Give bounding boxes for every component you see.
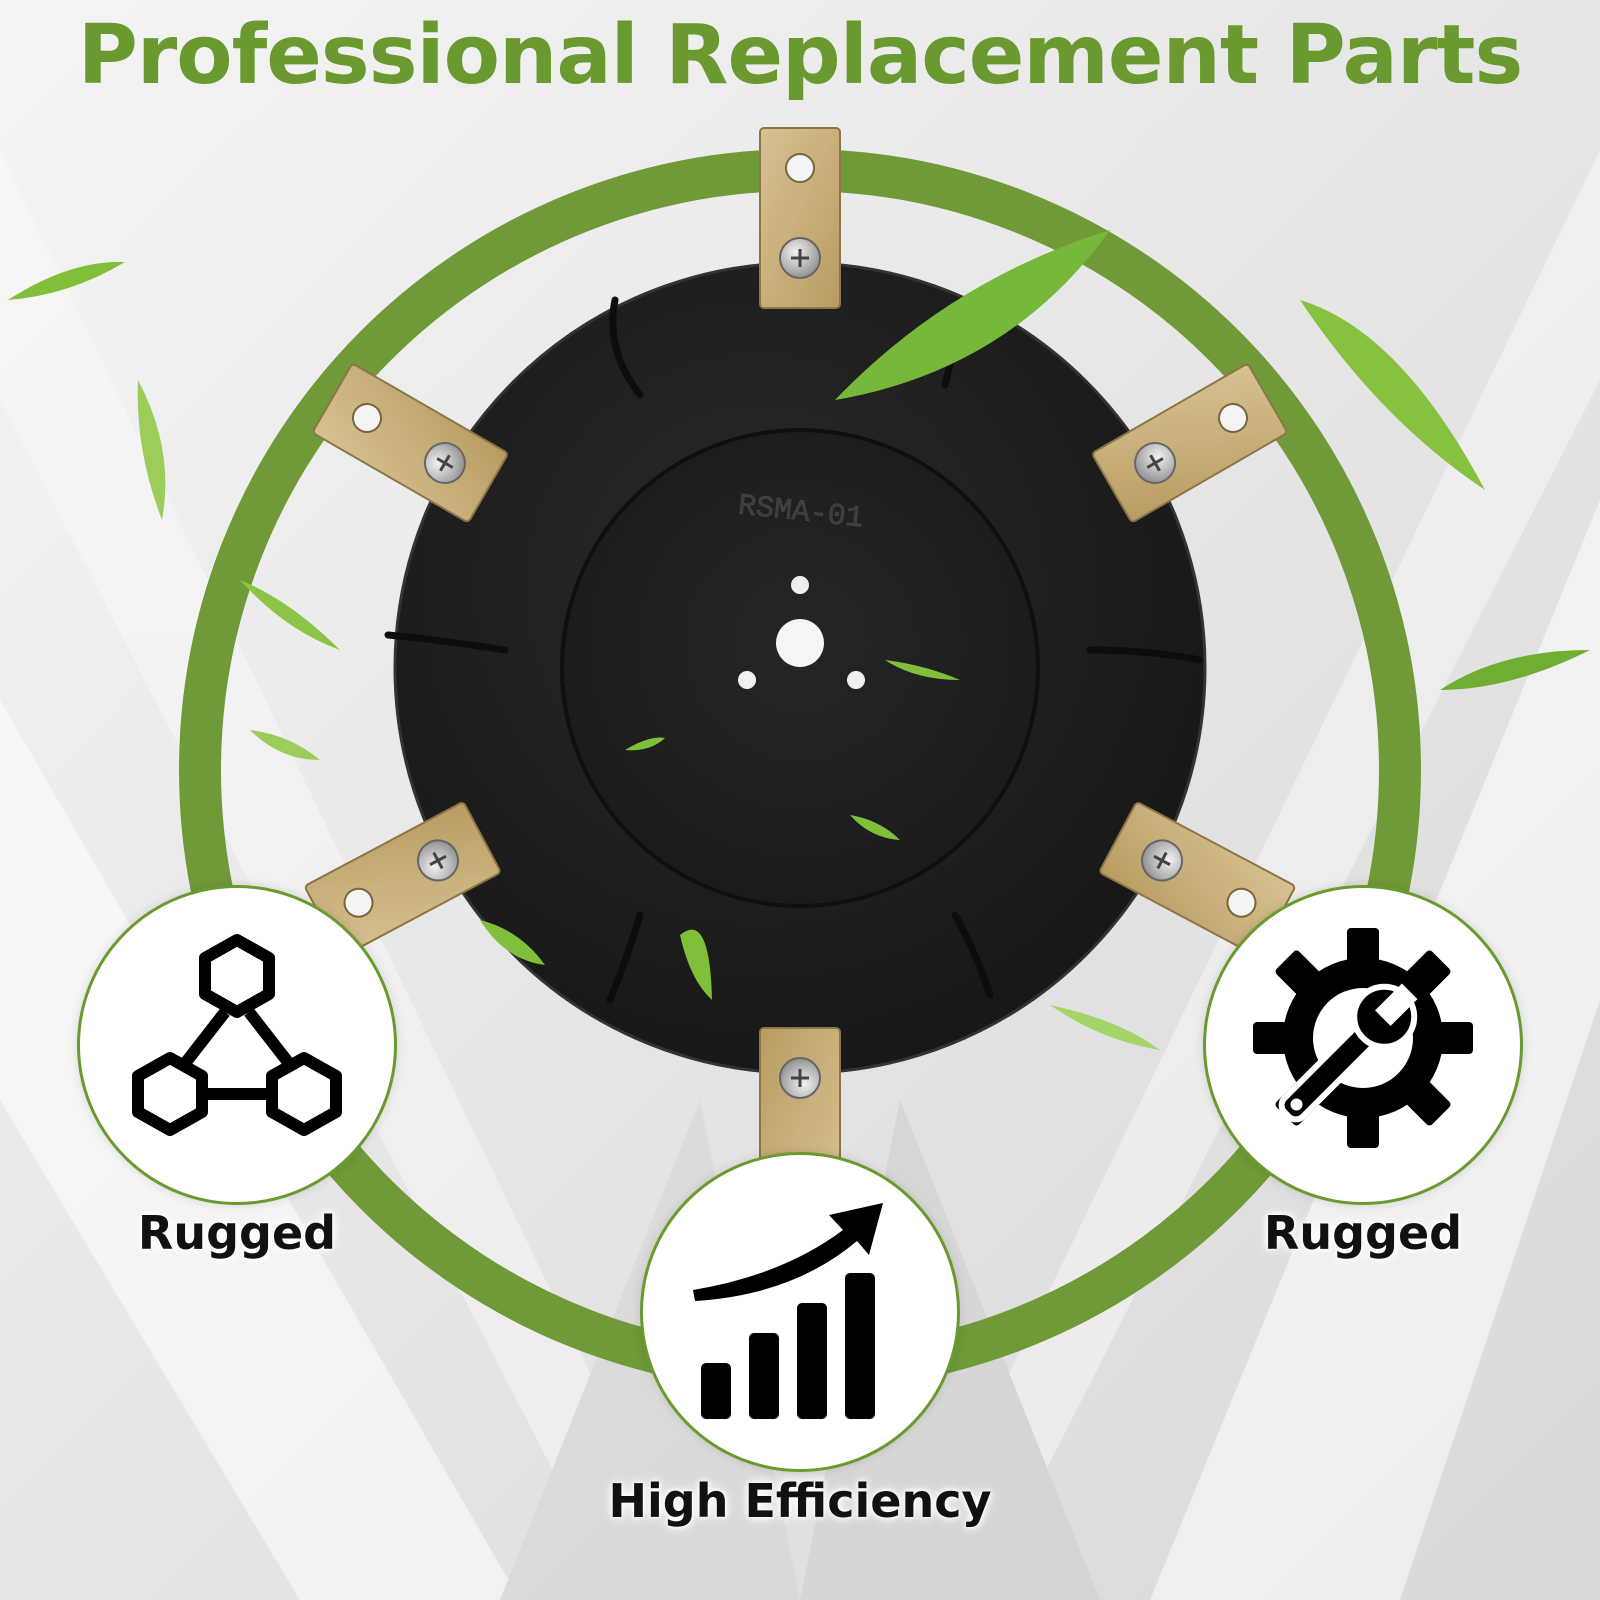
feature-badge-rugged-left [77, 885, 397, 1205]
feature-label-rugged-right: Rugged [1263, 1206, 1463, 1260]
growth-bars-arrow-icon [693, 1203, 883, 1419]
feature-label-rugged-left: Rugged [137, 1206, 337, 1260]
headline: Professional Replacement Parts [77, 8, 1524, 103]
feature-badge-high-efficiency [640, 1152, 960, 1472]
hexagon-network-icon [132, 934, 342, 1136]
blade-insert [304, 802, 501, 957]
blade-insert [1092, 363, 1288, 523]
blade-insert [759, 127, 841, 309]
blade-insert [1099, 802, 1296, 957]
blade-insert [312, 363, 508, 523]
feature-label-high-efficiency: High Efficiency [608, 1474, 992, 1528]
feature-badge-rugged-right [1203, 885, 1523, 1205]
leaf-decoration [8, 230, 1590, 1050]
gear-wrench-icon [1253, 928, 1473, 1148]
